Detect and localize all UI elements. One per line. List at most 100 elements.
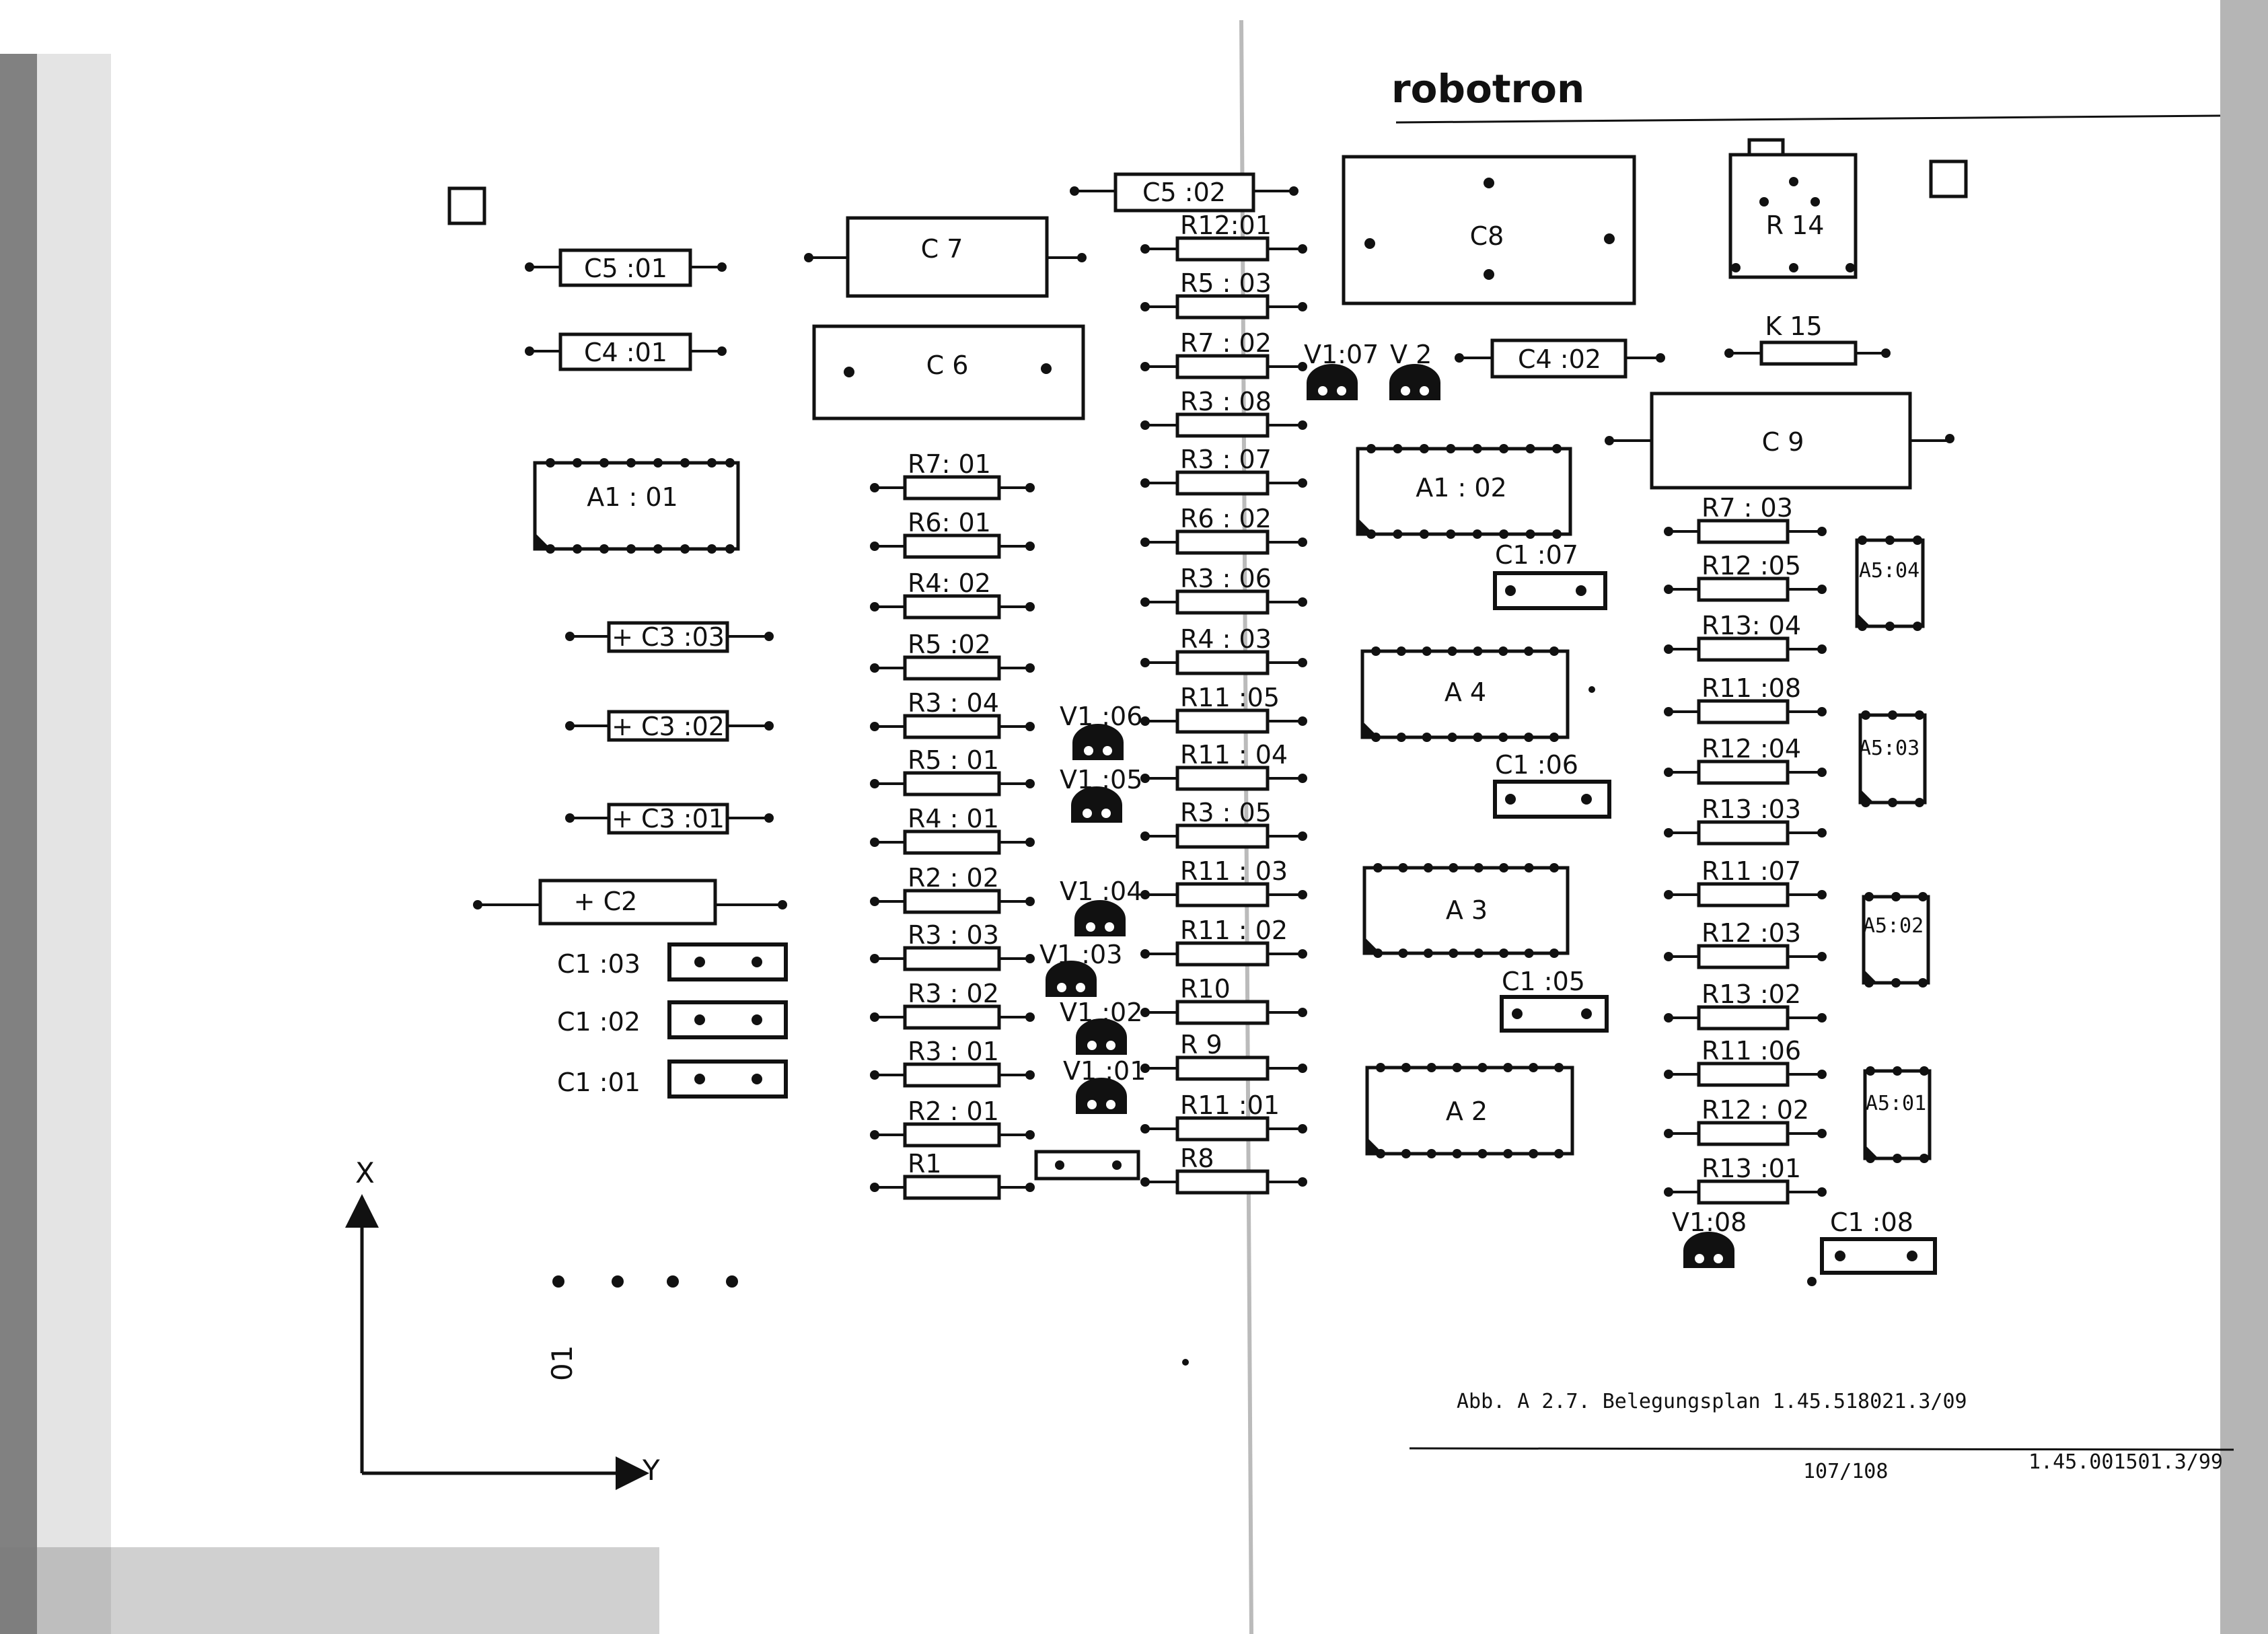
resistor-mid-10-label: R3 : 01 bbox=[908, 1037, 999, 1066]
resistor-mid-0: R7: 01 bbox=[870, 449, 1035, 500]
a1-01-label: A1 : 01 bbox=[587, 482, 678, 512]
registration-mark-left bbox=[447, 186, 486, 225]
c1-08-label: C1 :08 bbox=[1830, 1208, 1913, 1237]
cap-c4-01: C4 :01 bbox=[525, 332, 727, 371]
ic-body-0 bbox=[1356, 444, 1572, 539]
mounting-dots bbox=[552, 686, 1817, 1366]
jumper-pad-blank bbox=[1034, 1150, 1140, 1181]
c1-07-label: C1 :07 bbox=[1495, 540, 1578, 570]
transistor-2 bbox=[1074, 900, 1126, 936]
resistor-right-6-label: R11 :07 bbox=[1702, 856, 1801, 886]
v1-07-label: V1:07 bbox=[1304, 340, 1379, 369]
resistor-right-4-label: R12 :04 bbox=[1702, 734, 1801, 764]
cap-c1-03: C1 :03 bbox=[557, 942, 788, 981]
resistor-right-3-label: R11 :08 bbox=[1702, 673, 1801, 703]
resistor-center-12-label: R11 : 02 bbox=[1180, 916, 1288, 945]
c3-02-label: + C3 :02 bbox=[612, 712, 725, 741]
resistor-mid-2: R4: 02 bbox=[870, 568, 1035, 620]
c4-02-label: C4 :02 bbox=[1518, 344, 1601, 374]
a5-body-3 bbox=[1863, 1066, 1932, 1163]
margin-label: 01 bbox=[546, 1345, 579, 1381]
a5-body-2 bbox=[1862, 892, 1930, 988]
resistor-right-5-label: R13 :03 bbox=[1702, 794, 1801, 824]
cap-c6: C 6 bbox=[812, 324, 1085, 420]
resistor-mid-10: R3 : 01 bbox=[870, 1037, 1035, 1088]
v1-02-label: V1 :02 bbox=[1060, 998, 1142, 1027]
resistor-mid-7: R2 : 02 bbox=[870, 863, 1035, 914]
resistor-right-9: R11 :06 bbox=[1664, 1036, 1827, 1087]
cap-c5-01: C5 :01 bbox=[525, 248, 727, 287]
registration-mark-right bbox=[1929, 159, 1968, 198]
resistor-mid-8: R3 : 03 bbox=[870, 920, 1035, 971]
resistor-mid-4: R3 : 04 bbox=[870, 688, 1035, 739]
resistor-mid-2-label: R4: 02 bbox=[908, 568, 991, 598]
resistor-center-6: R3 : 06 bbox=[1140, 564, 1307, 615]
cap-c3-03: + C3 :03 bbox=[565, 621, 774, 653]
resistor-center-7: R4 : 03 bbox=[1140, 624, 1307, 675]
a4-label: A 4 bbox=[1444, 677, 1486, 707]
title-rule bbox=[1395, 114, 2221, 124]
v1-03-label: V1 :03 bbox=[1039, 940, 1122, 969]
ic-a1-01: A1 : 01 bbox=[533, 458, 740, 554]
y-axis-label: Y bbox=[642, 1454, 660, 1487]
resistor-right-6: R11 :07 bbox=[1664, 856, 1827, 907]
resistor-mid-12: R1 bbox=[870, 1149, 1035, 1200]
c5-02-label: C5 :02 bbox=[1142, 178, 1226, 207]
c1-06-label: C1 :06 bbox=[1495, 750, 1578, 780]
cap-c1-05: C1 :05 bbox=[1500, 967, 1609, 1033]
v1-06-label: V1 :06 bbox=[1060, 702, 1142, 731]
cap-c1-02: C1 :02 bbox=[557, 1000, 788, 1039]
resistor-mid-5-label: R5 : 01 bbox=[908, 745, 999, 775]
resistor-center-14-label: R 9 bbox=[1180, 1030, 1222, 1060]
resistor-center-2-label: R7 : 02 bbox=[1180, 328, 1272, 358]
c3-03-label: + C3 :03 bbox=[612, 622, 725, 652]
resistor-center-15-label: R11 :01 bbox=[1180, 1090, 1280, 1120]
a5-body-1 bbox=[1858, 710, 1927, 807]
c6-label: C 6 bbox=[926, 350, 969, 380]
resistor-center-7-label: R4 : 03 bbox=[1180, 624, 1272, 654]
resistor-right-3: R11 :08 bbox=[1664, 673, 1827, 725]
resistor-right-5: R13 :03 bbox=[1664, 794, 1827, 846]
resistor-mid-4-label: R3 : 04 bbox=[908, 688, 999, 718]
c7-label: C 7 bbox=[921, 234, 963, 264]
a5-01-label: A5:01 bbox=[1866, 1092, 1926, 1115]
resistor-center-0: R12:01 bbox=[1140, 211, 1307, 262]
cap-c1-01: C1 :01 bbox=[557, 1060, 788, 1099]
a5-ic-group bbox=[1855, 535, 1932, 1163]
resistor-right-10-label: R12 : 02 bbox=[1702, 1095, 1809, 1125]
resistor-center-6-label: R3 : 06 bbox=[1180, 564, 1272, 593]
resistor-mid-6-label: R4 : 01 bbox=[908, 804, 999, 833]
resistor-center-10-label: R3 : 05 bbox=[1180, 798, 1272, 827]
c1-02-label: C1 :02 bbox=[557, 1007, 641, 1037]
footer-rule bbox=[1409, 1447, 2234, 1451]
resistor-right-11: R13 :01 bbox=[1664, 1154, 1827, 1205]
resistor-center-11-label: R11 : 03 bbox=[1180, 856, 1288, 886]
transistor-group bbox=[1046, 364, 1734, 1268]
transistor-6 bbox=[1307, 364, 1358, 400]
resistor-center-11: R11 : 03 bbox=[1140, 856, 1307, 907]
right-scan-edge bbox=[2220, 0, 2268, 1634]
resistor-center-5: R6 : 02 bbox=[1140, 504, 1307, 555]
resistor-center-9: R11 : 04 bbox=[1140, 740, 1307, 791]
resistor-mid-3-label: R5 :02 bbox=[908, 630, 991, 659]
cap-c1-07: C1 :07 bbox=[1493, 540, 1607, 610]
resistor-right-8: R13 :02 bbox=[1664, 979, 1827, 1031]
brand-logo: robotron bbox=[1391, 66, 1584, 112]
page-number: 107/108 bbox=[1803, 1460, 1888, 1483]
resistor-center-8-label: R11 :05 bbox=[1180, 683, 1280, 712]
resistor-center-12: R11 : 02 bbox=[1140, 916, 1307, 967]
a2-label: A 2 bbox=[1446, 1097, 1488, 1126]
resistor-mid-8-label: R3 : 03 bbox=[908, 920, 999, 950]
resistor-mid-9-label: R3 : 02 bbox=[908, 979, 999, 1008]
resistor-right-9-label: R11 :06 bbox=[1702, 1036, 1801, 1066]
transistor-1 bbox=[1071, 786, 1122, 823]
resistor-mid-7-label: R2 : 02 bbox=[908, 863, 999, 893]
resistor-center-0-label: R12:01 bbox=[1180, 211, 1272, 240]
a5-02-label: A5:02 bbox=[1863, 914, 1924, 938]
resistor-mid-5: R5 : 01 bbox=[870, 745, 1035, 796]
top-margin bbox=[0, 0, 2268, 54]
